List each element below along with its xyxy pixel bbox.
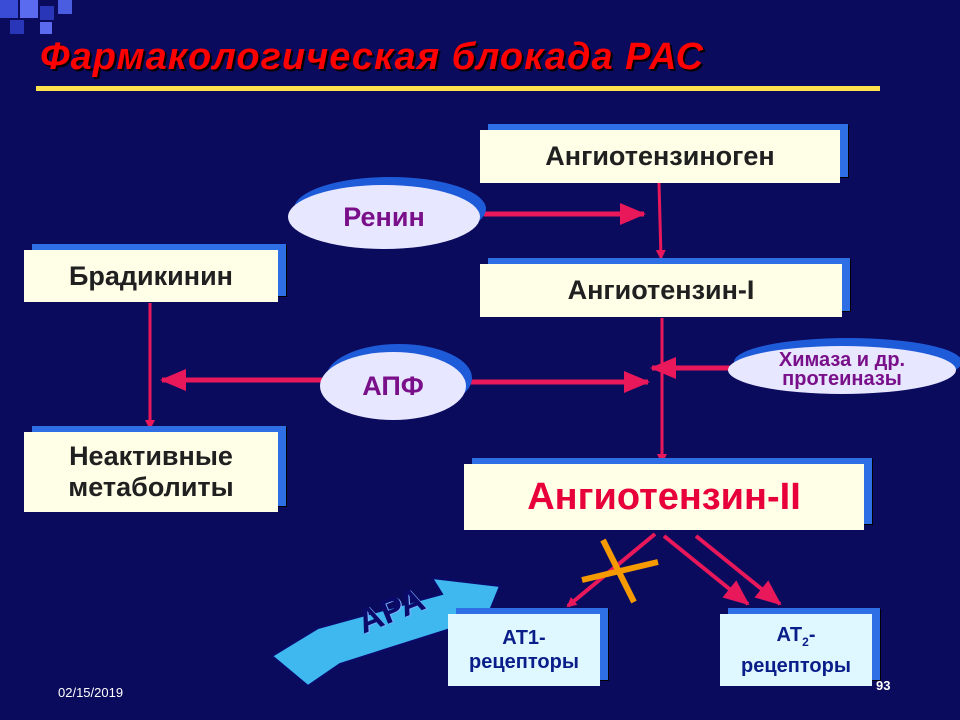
- node-at2-subscript: 2: [802, 634, 809, 649]
- node-inactive-line2: метаболиты: [68, 472, 234, 502]
- node-angiotensin1-label: Ангиотензин-I: [567, 275, 755, 305]
- node-renin-label: Ренин: [343, 201, 425, 232]
- node-angiotensin2-label: Ангиотензин-II: [527, 475, 801, 518]
- footer-date: 02/15/2019: [58, 685, 124, 700]
- node-bradykinin: Брадикинин: [24, 250, 278, 302]
- node-ace: АПФ: [320, 352, 466, 420]
- node-at2-prefix: АТ: [776, 623, 803, 646]
- node-at1-line1: АТ1-: [502, 627, 546, 649]
- title-underline: [36, 86, 880, 91]
- node-angiotensinogen: Ангиотензиноген: [480, 130, 840, 183]
- node-bradykinin-label: Брадикинин: [69, 260, 233, 291]
- arrow-angiotensin2-to-at2-a: [662, 534, 750, 606]
- block-cross-b: [581, 559, 659, 583]
- node-at2-receptors: АТ2- рецепторы: [720, 614, 872, 686]
- node-angiotensinogen-label: Ангиотензиноген: [545, 141, 775, 171]
- node-inactive-metabolites: Неактивные метаболиты: [24, 432, 278, 512]
- node-chymase: Химаза и др. протеиназы: [728, 346, 956, 394]
- node-at1-receptors: АТ1- рецепторы: [448, 614, 600, 686]
- node-inactive-line1: Неактивные: [69, 441, 233, 471]
- arrow-angiotensin2-to-at2-b: [694, 534, 782, 606]
- corner-decoration: [0, 0, 80, 40]
- node-angiotensin1: Ангиотензин-I: [480, 264, 842, 317]
- node-chymase-line1: Химаза и др.: [778, 349, 906, 371]
- node-angiotensin2: Ангиотензин-II: [464, 464, 864, 530]
- node-at2-line1: АТ2-: [776, 623, 815, 654]
- arrow-angiotensinogen-to-angiotensin1: [655, 182, 666, 260]
- slide-number: 93: [876, 678, 891, 693]
- node-chymase-line2: протеиназы: [782, 368, 902, 390]
- node-renin: Ренин: [288, 185, 480, 249]
- ara-arrow-shape: [270, 576, 502, 688]
- node-at2-suffix: -: [808, 623, 816, 646]
- node-ace-label: АПФ: [362, 370, 424, 401]
- node-at1-line2: рецепторы: [469, 651, 579, 673]
- page-title: Фармакологическая блокада РАС: [40, 36, 705, 78]
- node-at2-line2: рецепторы: [741, 654, 851, 677]
